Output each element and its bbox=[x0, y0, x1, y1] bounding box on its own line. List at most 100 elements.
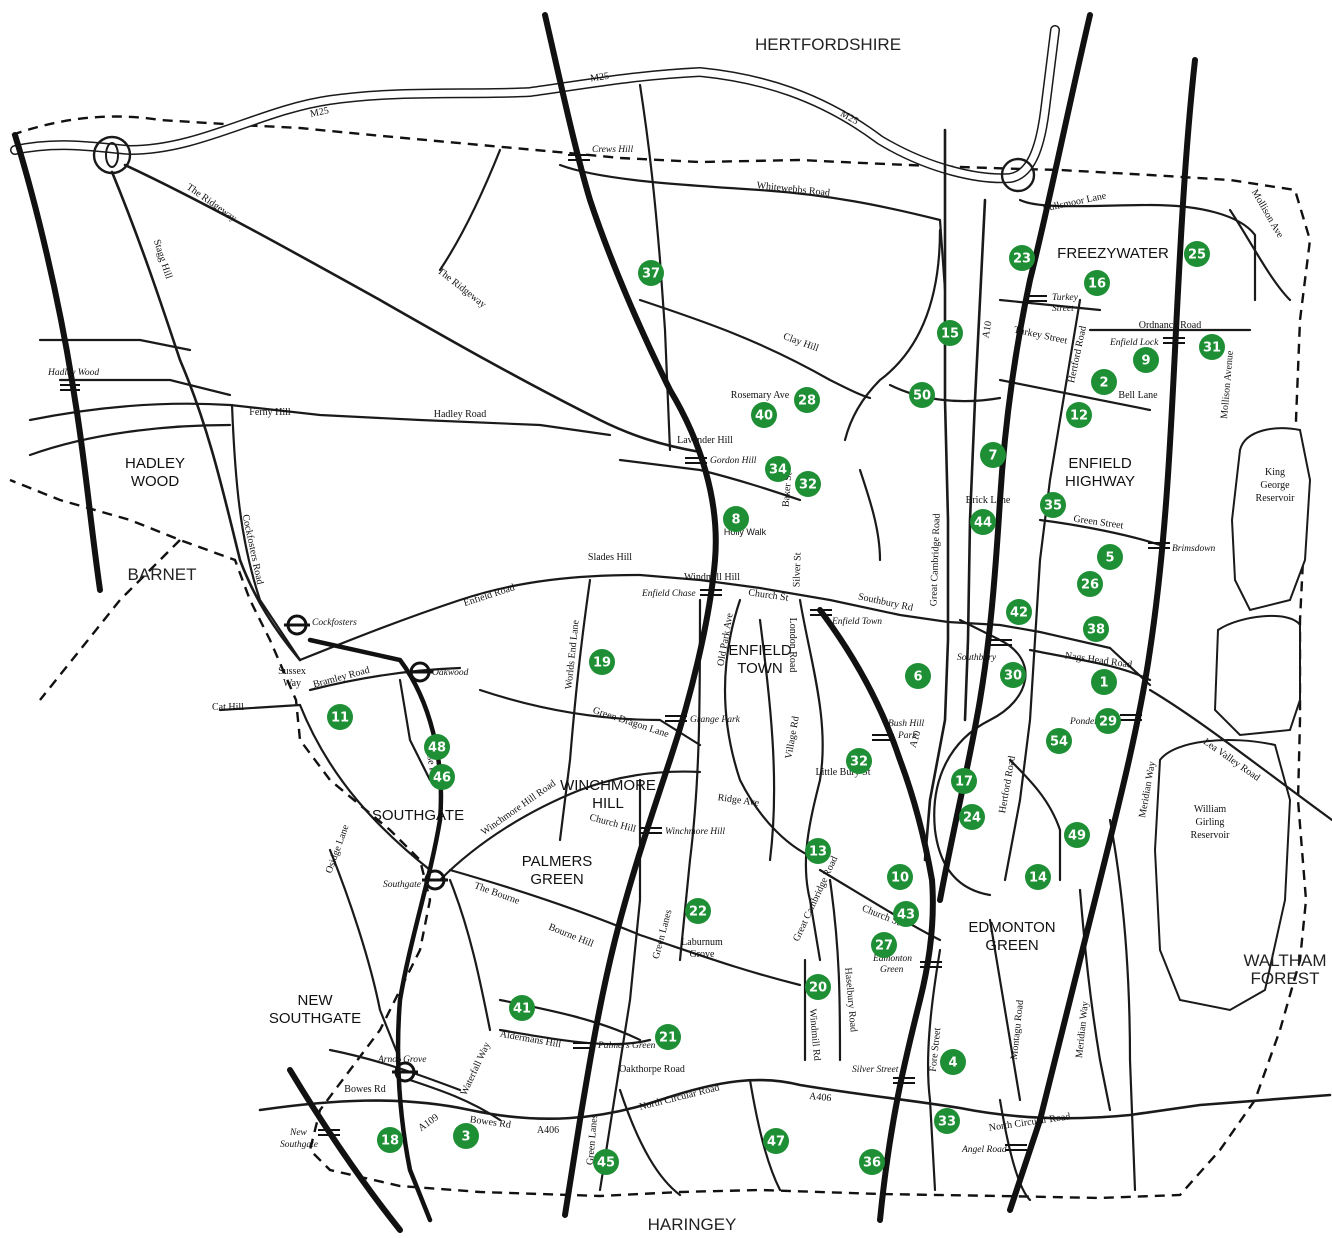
marker-circle[interactable] bbox=[893, 901, 919, 927]
marker-circle[interactable] bbox=[509, 995, 535, 1021]
map-marker-26[interactable]: 26 bbox=[1077, 571, 1103, 597]
map-marker-37[interactable]: 37 bbox=[638, 260, 664, 286]
marker-circle[interactable] bbox=[940, 1049, 966, 1075]
marker-circle[interactable] bbox=[765, 456, 791, 482]
marker-circle[interactable] bbox=[905, 663, 931, 689]
marker-circle[interactable] bbox=[1077, 571, 1103, 597]
marker-circle[interactable] bbox=[1097, 544, 1123, 570]
marker-circle[interactable] bbox=[937, 320, 963, 346]
marker-circle[interactable] bbox=[751, 402, 777, 428]
map-marker-47[interactable]: 47 bbox=[763, 1128, 789, 1154]
map-marker-28[interactable]: 28 bbox=[794, 387, 820, 413]
map-marker-36[interactable]: 36 bbox=[859, 1149, 885, 1175]
map-marker-25[interactable]: 25 bbox=[1184, 241, 1210, 267]
marker-circle[interactable] bbox=[909, 382, 935, 408]
marker-circle[interactable] bbox=[794, 387, 820, 413]
marker-circle[interactable] bbox=[1009, 245, 1035, 271]
map-marker-34[interactable]: 34 bbox=[765, 456, 791, 482]
marker-circle[interactable] bbox=[795, 471, 821, 497]
marker-circle[interactable] bbox=[846, 748, 872, 774]
map-marker-29[interactable]: 29 bbox=[1095, 708, 1121, 734]
map-marker-32[interactable]: 32 bbox=[846, 748, 872, 774]
map-marker-18[interactable]: 18 bbox=[377, 1127, 403, 1153]
map-marker-16[interactable]: 16 bbox=[1084, 270, 1110, 296]
marker-circle[interactable] bbox=[1066, 402, 1092, 428]
marker-circle[interactable] bbox=[970, 509, 996, 535]
marker-circle[interactable] bbox=[1184, 241, 1210, 267]
map-marker-17[interactable]: 17 bbox=[951, 768, 977, 794]
marker-circle[interactable] bbox=[424, 734, 450, 760]
map-marker-35[interactable]: 35 bbox=[1040, 492, 1066, 518]
map-marker-4[interactable]: 4 bbox=[940, 1049, 966, 1075]
marker-circle[interactable] bbox=[377, 1127, 403, 1153]
map-marker-6[interactable]: 6 bbox=[905, 663, 931, 689]
map-marker-10[interactable]: 10 bbox=[887, 864, 913, 890]
marker-circle[interactable] bbox=[859, 1149, 885, 1175]
map-marker-44[interactable]: 44 bbox=[970, 509, 996, 535]
marker-circle[interactable] bbox=[1083, 616, 1109, 642]
map-marker-30[interactable]: 30 bbox=[1000, 662, 1026, 688]
map-marker-33[interactable]: 33 bbox=[934, 1108, 960, 1134]
marker-circle[interactable] bbox=[1006, 599, 1032, 625]
marker-circle[interactable] bbox=[1025, 864, 1051, 890]
map-marker-45[interactable]: 45 bbox=[593, 1149, 619, 1175]
marker-circle[interactable] bbox=[1040, 492, 1066, 518]
map-marker-15[interactable]: 15 bbox=[937, 320, 963, 346]
marker-circle[interactable] bbox=[763, 1128, 789, 1154]
map-marker-1[interactable]: 1 bbox=[1091, 669, 1117, 695]
marker-circle[interactable] bbox=[959, 804, 985, 830]
map-marker-19[interactable]: 19 bbox=[589, 649, 615, 675]
map-marker-21[interactable]: 21 bbox=[655, 1024, 681, 1050]
numbered-markers[interactable]: 1234567891011121314151617181920212223242… bbox=[327, 241, 1225, 1175]
map-marker-23[interactable]: 23 bbox=[1009, 245, 1035, 271]
map-marker-20[interactable]: 20 bbox=[805, 974, 831, 1000]
map-marker-46[interactable]: 46 bbox=[429, 764, 455, 790]
map-marker-8[interactable]: 8 bbox=[723, 506, 749, 532]
map-marker-2[interactable]: 2 bbox=[1091, 369, 1117, 395]
map-marker-31[interactable]: 31 bbox=[1199, 334, 1225, 360]
marker-circle[interactable] bbox=[453, 1123, 479, 1149]
marker-circle[interactable] bbox=[1133, 347, 1159, 373]
marker-circle[interactable] bbox=[1046, 728, 1072, 754]
map-marker-40[interactable]: 40 bbox=[751, 402, 777, 428]
map-marker-43[interactable]: 43 bbox=[893, 901, 919, 927]
marker-circle[interactable] bbox=[655, 1024, 681, 1050]
marker-circle[interactable] bbox=[1000, 662, 1026, 688]
marker-circle[interactable] bbox=[638, 260, 664, 286]
marker-circle[interactable] bbox=[980, 442, 1006, 468]
marker-circle[interactable] bbox=[1091, 369, 1117, 395]
marker-circle[interactable] bbox=[871, 932, 897, 958]
marker-circle[interactable] bbox=[327, 704, 353, 730]
marker-circle[interactable] bbox=[723, 506, 749, 532]
map-marker-14[interactable]: 14 bbox=[1025, 864, 1051, 890]
marker-circle[interactable] bbox=[1095, 708, 1121, 734]
map-marker-32[interactable]: 32 bbox=[795, 471, 821, 497]
map-marker-42[interactable]: 42 bbox=[1006, 599, 1032, 625]
map-marker-7[interactable]: 7 bbox=[980, 442, 1006, 468]
map-marker-50[interactable]: 50 bbox=[909, 382, 935, 408]
marker-circle[interactable] bbox=[1199, 334, 1225, 360]
marker-circle[interactable] bbox=[805, 974, 831, 1000]
marker-circle[interactable] bbox=[1084, 270, 1110, 296]
map-marker-27[interactable]: 27 bbox=[871, 932, 897, 958]
map-marker-41[interactable]: 41 bbox=[509, 995, 535, 1021]
map-marker-11[interactable]: 11 bbox=[327, 704, 353, 730]
map-marker-54[interactable]: 54 bbox=[1046, 728, 1072, 754]
marker-circle[interactable] bbox=[887, 864, 913, 890]
map-marker-5[interactable]: 5 bbox=[1097, 544, 1123, 570]
map-marker-38[interactable]: 38 bbox=[1083, 616, 1109, 642]
map-marker-49[interactable]: 49 bbox=[1064, 822, 1090, 848]
map-marker-9[interactable]: 9 bbox=[1133, 347, 1159, 373]
map-marker-13[interactable]: 13 bbox=[805, 838, 831, 864]
map-marker-12[interactable]: 12 bbox=[1066, 402, 1092, 428]
marker-circle[interactable] bbox=[1091, 669, 1117, 695]
marker-circle[interactable] bbox=[593, 1149, 619, 1175]
marker-circle[interactable] bbox=[1064, 822, 1090, 848]
map-marker-3[interactable]: 3 bbox=[453, 1123, 479, 1149]
marker-circle[interactable] bbox=[951, 768, 977, 794]
marker-circle[interactable] bbox=[934, 1108, 960, 1134]
marker-circle[interactable] bbox=[685, 898, 711, 924]
map-marker-22[interactable]: 22 bbox=[685, 898, 711, 924]
map-marker-24[interactable]: 24 bbox=[959, 804, 985, 830]
marker-circle[interactable] bbox=[589, 649, 615, 675]
